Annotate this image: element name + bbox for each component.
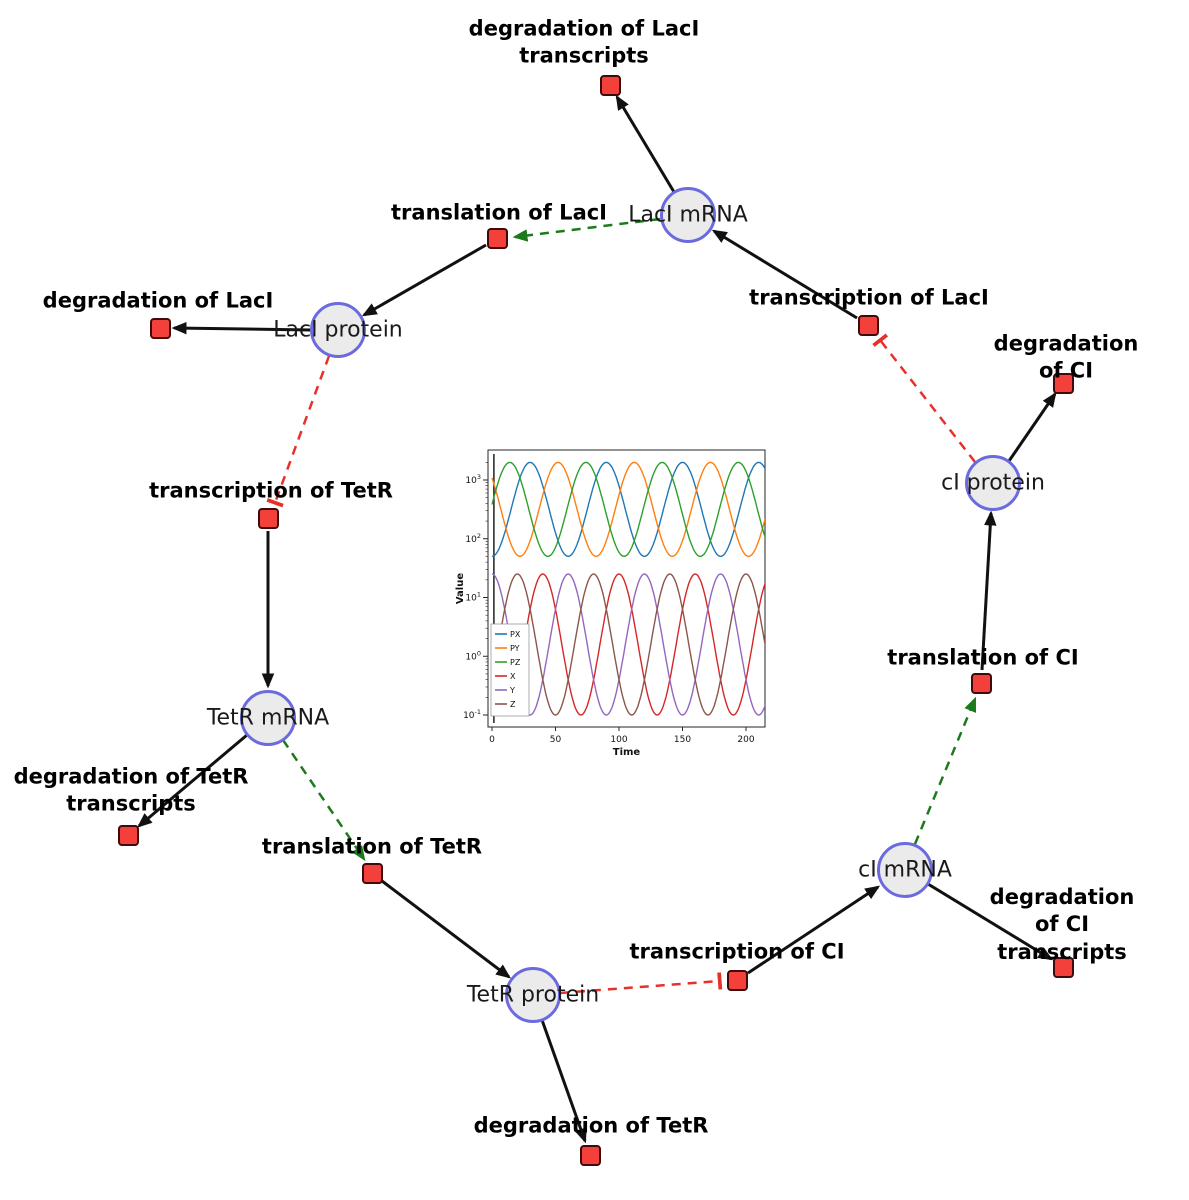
svg-text:100: 100 bbox=[465, 649, 481, 662]
species-node-laci-mrna[interactable]: LacI mRNA bbox=[628, 187, 748, 243]
species-node-ci-mrna[interactable]: cI mRNA bbox=[858, 842, 952, 898]
reaction-node-degradation-laci-transcripts[interactable] bbox=[600, 75, 621, 96]
svg-text:Z: Z bbox=[510, 700, 516, 709]
edge-translation-laci-to-laci-protein bbox=[361, 243, 487, 317]
edge-ci-protein-inhibits-transcription-laci bbox=[872, 333, 976, 463]
svg-text:101: 101 bbox=[465, 591, 481, 604]
edge-translation-tetr-to-tetr-protein bbox=[381, 879, 511, 979]
reaction-node-translation-laci[interactable] bbox=[487, 228, 508, 249]
reaction-node-degradation-ci-transcripts[interactable] bbox=[1053, 957, 1074, 978]
svg-text:PX: PX bbox=[510, 630, 521, 639]
reaction-label-degradation-laci-transcripts: degradation of LacI transcripts bbox=[468, 16, 700, 68]
reaction-label-degradation-tetr: degradation of TetR bbox=[473, 1113, 709, 1138]
reaction-label-translation-ci: translation of CI bbox=[887, 645, 1079, 670]
svg-text:150: 150 bbox=[674, 735, 691, 745]
species-label-laci-protein: LacI protein bbox=[273, 317, 403, 343]
species-node-tetr-protein[interactable]: TetR protein bbox=[467, 967, 599, 1023]
species-label-laci-mrna: LacI mRNA bbox=[628, 202, 748, 228]
edge-transcription-laci-to-laci-mrna bbox=[711, 229, 858, 320]
species-label-tetr-mrna: TetR mRNA bbox=[206, 705, 330, 731]
reaction-node-degradation-tetr-transcripts[interactable] bbox=[118, 825, 139, 846]
reaction-label-transcription-laci: transcription of LacI bbox=[749, 285, 989, 310]
species-label-ci-protein: cI protein bbox=[941, 470, 1045, 496]
svg-text:102: 102 bbox=[465, 532, 481, 545]
edge-ci-mrna-activates-translation bbox=[913, 696, 977, 845]
svg-text:Y: Y bbox=[509, 686, 515, 695]
reaction-label-translation-tetr: translation of TetR bbox=[261, 834, 483, 859]
reaction-node-transcription-ci[interactable] bbox=[727, 970, 748, 991]
edge-laci-mrna-to-degradation-transcripts bbox=[615, 94, 676, 193]
svg-text:103: 103 bbox=[465, 473, 481, 486]
edge-transcription-ci-to-ci-mrna bbox=[747, 885, 881, 975]
edge-tetr-protein-to-degradation-tetr bbox=[540, 1019, 587, 1144]
reaction-node-transcription-tetr[interactable] bbox=[258, 508, 279, 529]
svg-text:Time: Time bbox=[613, 747, 641, 758]
svg-text:PY: PY bbox=[510, 644, 520, 653]
reaction-node-translation-tetr[interactable] bbox=[362, 863, 383, 884]
reaction-label-degradation-ci-transcripts: degradation of CI transcripts bbox=[989, 885, 1135, 964]
reaction-label-translation-laci: translation of LacI bbox=[391, 200, 607, 225]
edge-tetr-protein-inhibits-transcription-ci bbox=[559, 972, 723, 995]
edge-tetr-mrna-activates-translation bbox=[281, 739, 366, 862]
svg-text:0: 0 bbox=[489, 735, 495, 745]
edge-ci-protein-to-degradation-ci bbox=[1007, 391, 1057, 462]
edge-laci-mrna-activates-translation bbox=[512, 217, 661, 242]
reaction-node-translation-ci[interactable] bbox=[971, 673, 992, 694]
species-node-tetr-mrna[interactable]: TetR mRNA bbox=[207, 690, 329, 746]
reaction-node-degradation-laci[interactable] bbox=[150, 318, 171, 339]
edge-laci-protein-inhibits-transcription-tetr bbox=[266, 355, 331, 508]
edge-ci-mrna-to-degradation-transcripts bbox=[927, 882, 1054, 961]
reaction-node-transcription-laci[interactable] bbox=[858, 315, 879, 336]
edge-tetr-mrna-to-degradation-transcripts bbox=[137, 733, 248, 828]
svg-text:X: X bbox=[510, 672, 516, 681]
svg-text:200: 200 bbox=[737, 735, 754, 745]
edge-laci-protein-to-degradation-laci bbox=[171, 321, 312, 335]
species-label-tetr-protein: TetR protein bbox=[466, 982, 600, 1008]
reaction-node-degradation-ci[interactable] bbox=[1053, 373, 1074, 394]
reaction-label-transcription-ci: transcription of CI bbox=[629, 939, 845, 964]
svg-text:PZ: PZ bbox=[510, 658, 521, 667]
species-node-laci-protein[interactable]: LacI protein bbox=[273, 302, 403, 358]
species-node-ci-protein[interactable]: cI protein bbox=[941, 455, 1045, 511]
reaction-node-degradation-tetr[interactable] bbox=[580, 1145, 601, 1166]
svg-text:50: 50 bbox=[550, 735, 562, 745]
reaction-label-degradation-tetr-transcripts: degradation of TetR transcripts bbox=[13, 764, 249, 816]
reaction-label-degradation-laci: degradation of LacI bbox=[42, 288, 274, 313]
svg-text:Value: Value bbox=[455, 573, 466, 604]
reaction-label-transcription-tetr: transcription of TetR bbox=[149, 478, 393, 503]
species-label-ci-mrna: cI mRNA bbox=[858, 857, 952, 883]
svg-text:10-1: 10-1 bbox=[463, 708, 481, 721]
svg-text:100: 100 bbox=[610, 735, 627, 745]
reaction-label-degradation-ci: degradation of CI bbox=[993, 331, 1139, 383]
edge-translation-ci-to-ci-protein bbox=[980, 510, 997, 671]
